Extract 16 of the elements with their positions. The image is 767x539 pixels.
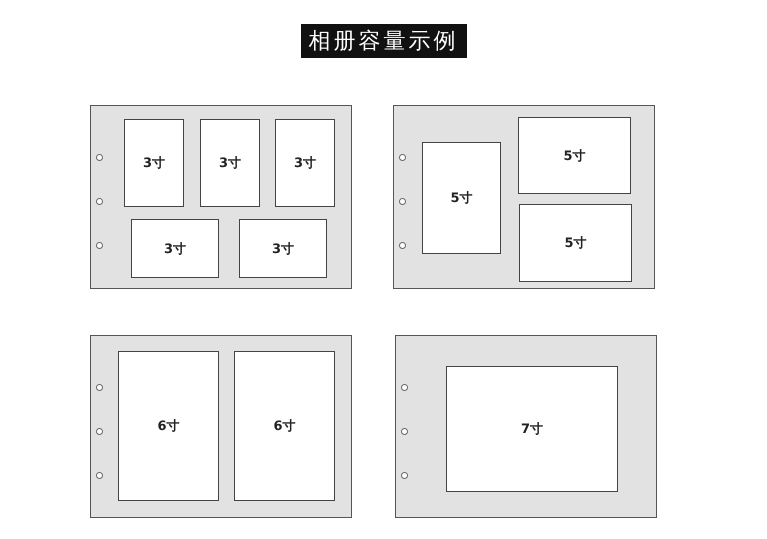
photo-slot: 6寸: [118, 351, 219, 501]
album-page: [393, 105, 655, 289]
album-page: [395, 335, 657, 518]
photo-slot: 5寸: [518, 117, 631, 194]
photo-slot: 7寸: [446, 366, 618, 492]
photo-slot: 3寸: [239, 219, 327, 278]
photo-slot: 3寸: [200, 119, 260, 207]
page-title: 相册容量示例: [300, 24, 466, 58]
photo-slot: 5寸: [519, 204, 632, 282]
photo-slot: 6寸: [234, 351, 335, 501]
photo-slot: 3寸: [275, 119, 335, 207]
photo-slot: 3寸: [131, 219, 219, 278]
photo-slot: 5寸: [422, 142, 501, 254]
photo-slot: 3寸: [124, 119, 184, 207]
album-page: [90, 105, 352, 289]
album-page: [90, 335, 352, 518]
